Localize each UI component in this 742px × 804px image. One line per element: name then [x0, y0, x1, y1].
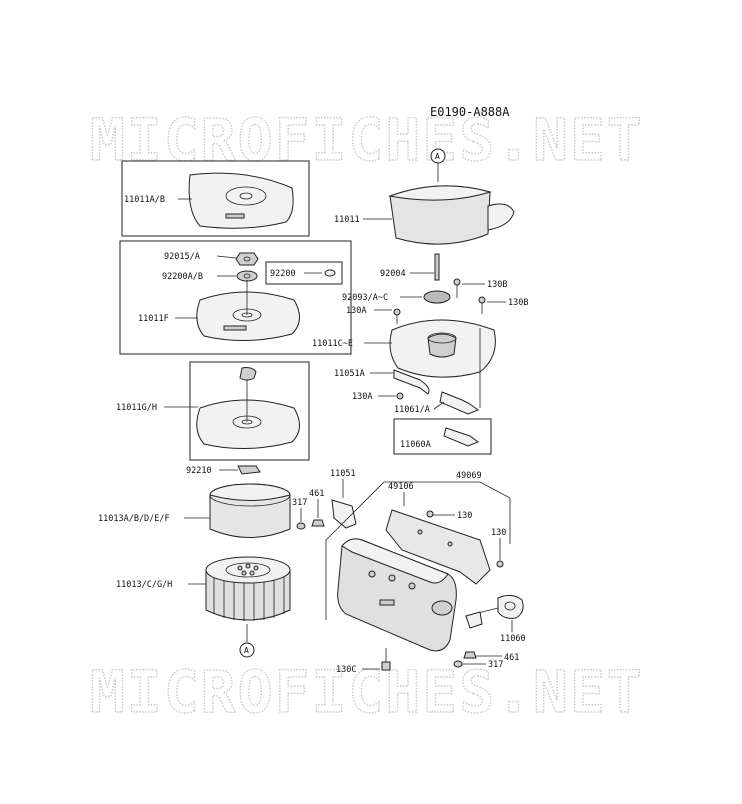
label-11011: 11011 — [334, 215, 360, 225]
label-11011GH: 11011G/H — [116, 403, 157, 413]
label-92093: 92093/A~C — [342, 293, 388, 303]
nut-92015A[interactable] — [235, 252, 259, 266]
clip-92210[interactable] — [237, 465, 261, 475]
nut-461-right[interactable] — [463, 651, 477, 659]
cover-11011F[interactable] — [196, 280, 300, 341]
ref-marker-top-label: A — [435, 152, 440, 161]
air-filter-11013CGH[interactable] — [205, 556, 291, 621]
washer-317-right[interactable] — [453, 660, 463, 668]
label-461-left: 461 — [309, 489, 324, 499]
bolt-130B-1[interactable] — [453, 278, 461, 298]
label-92004: 92004 — [380, 269, 406, 279]
label-11060A: 11060A — [400, 440, 431, 450]
bolt-130-a[interactable] — [426, 510, 434, 518]
label-130-a: 130 — [457, 511, 472, 521]
watermark-top: MICROFICHES.NET — [90, 106, 644, 174]
label-317-left: 317 — [292, 498, 307, 508]
housing-11011[interactable] — [388, 185, 515, 245]
bolt-130B-2[interactable] — [478, 296, 486, 314]
label-11061A: 11061/A — [394, 405, 430, 415]
label-92210: 92210 — [186, 466, 212, 476]
group-box-11060A — [393, 418, 492, 455]
group-box-cover-f — [119, 240, 352, 355]
muffler[interactable] — [337, 538, 457, 652]
label-11051: 11051 — [330, 469, 356, 479]
cover-11011AB[interactable] — [188, 172, 294, 229]
stud-92004[interactable] — [434, 253, 440, 281]
label-11011F: 11011F — [138, 314, 169, 324]
bracket-11051A[interactable] — [393, 369, 430, 395]
label-11013CGH: 11013/C/G/H — [116, 580, 172, 590]
gasket-92093[interactable] — [423, 290, 451, 304]
ref-marker-bottom[interactable] — [239, 642, 255, 658]
label-130C: 130C — [336, 665, 356, 675]
base-11011CE[interactable] — [389, 319, 496, 378]
flange-11060[interactable] — [465, 611, 483, 629]
watermark-bottom: MICROFICHES.NET — [90, 658, 644, 726]
nut-461-left[interactable] — [311, 519, 325, 527]
label-11051A: 11051A — [334, 369, 365, 379]
label-130B-1: 130B — [487, 280, 507, 290]
label-49069: 49069 — [456, 471, 482, 481]
cover-11011GH[interactable] — [196, 380, 300, 449]
bracket-11061A[interactable] — [439, 391, 480, 415]
label-130B-2: 130B — [508, 298, 528, 308]
label-92015A: 92015/A — [164, 252, 200, 262]
label-11011AB: 11011A/B — [124, 195, 165, 205]
washer-92200[interactable] — [324, 269, 336, 277]
label-92200AB: 92200A/B — [162, 272, 203, 282]
diagram-code: E0190-A888A — [430, 105, 510, 119]
group-box-92200 — [265, 261, 343, 285]
label-317-right: 317 — [488, 660, 503, 670]
label-461-right: 461 — [504, 653, 519, 663]
bolt-130A-1[interactable] — [393, 308, 401, 324]
label-130A-1: 130A — [346, 306, 366, 316]
label-92200: 92200 — [270, 269, 296, 279]
washer-317-left[interactable] — [296, 522, 306, 530]
washer-92200AB[interactable] — [236, 270, 258, 282]
group-box-cover-g — [189, 361, 310, 461]
bolt-130C[interactable] — [381, 648, 391, 671]
group-box-cover — [121, 160, 310, 237]
label-11011CE: 11011C~E — [312, 339, 353, 349]
gasket-11060[interactable] — [497, 594, 524, 619]
bolt-130-b[interactable] — [496, 560, 504, 568]
pre-filter-11013ABDEF[interactable] — [209, 483, 291, 538]
ref-marker-bottom-label: A — [244, 646, 249, 655]
heat-shield-49106[interactable] — [385, 509, 491, 585]
label-130-b: 130 — [491, 528, 506, 538]
label-11060: 11060 — [500, 634, 526, 644]
knob-11011GH[interactable] — [239, 367, 257, 381]
bracket-11060A[interactable] — [443, 427, 480, 447]
bolt-130A-2[interactable] — [396, 392, 404, 400]
label-49106: 49106 — [388, 482, 414, 492]
bracket-11051[interactable] — [331, 499, 357, 529]
label-130A-2: 130A — [352, 392, 372, 402]
label-11013ABDEF: 11013A/B/D/E/F — [98, 514, 170, 524]
